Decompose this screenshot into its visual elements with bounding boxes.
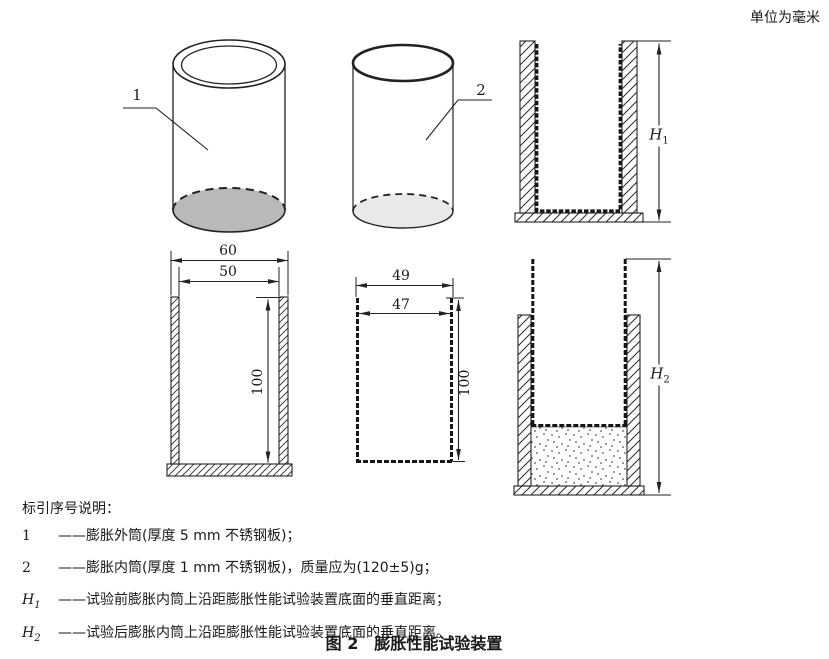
inner-cylinder-pictorial (351, 43, 492, 229)
inner-cylinder-liner (535, 44, 622, 213)
callout-2-label: 2 (476, 81, 486, 99)
callout-1-label: 1 (132, 86, 142, 104)
callout-2-leader (425, 99, 492, 141)
legend-item-h1: H1——试验前膨胀内筒上沿距膨胀性能试验装置底面的垂直距离； (22, 592, 450, 612)
outer-cylinder-section (166, 251, 293, 477)
dim-49-label: 49 (392, 268, 410, 284)
legend-item-h2: H2——试验后膨胀内筒上沿距膨胀性能试验装置底面的垂直距离。 (22, 624, 450, 644)
dim-100-label-inner: 100 (457, 369, 473, 397)
legend-item-2: 2——膨胀内筒(厚度 1 mm 不锈钢板)，质量应为(120±5)g； (22, 559, 438, 576)
outer-cylinder-pictorial (123, 39, 286, 233)
raised-inner-cylinder (531, 259, 627, 427)
legend: 标引序号说明： 1——膨胀外筒(厚度 5 mm 不锈钢板)； 2——膨胀内筒(厚… (22, 496, 782, 652)
legend-item-1: 1——膨胀外筒(厚度 5 mm 不锈钢板)； (22, 527, 301, 544)
h2-base: H (650, 364, 664, 383)
figure-caption: 图 2 膨胀性能试验装置 (325, 634, 503, 653)
dim-60-label: 60 (219, 243, 237, 259)
expanded-material (530, 426, 628, 487)
h1-base: H (649, 125, 663, 144)
inner-cylinder-bottom-face (353, 194, 453, 228)
dim-100-label-outer: 100 (250, 368, 266, 396)
h1-sub: 1 (662, 135, 669, 147)
dim-47-label: 47 (392, 297, 410, 313)
assembly-section-after-test (513, 258, 671, 496)
dim-50-label: 50 (219, 264, 237, 280)
inner-cylinder-section (355, 277, 465, 463)
callout-1-leader (123, 107, 209, 151)
h1-label: H1 (647, 125, 671, 147)
h2-sub: 2 (663, 374, 670, 386)
h2-label: H2 (648, 364, 672, 386)
outer-cylinder-bottom-face (173, 188, 285, 232)
unit-note: 单位为毫米 (750, 10, 820, 26)
legend-title: 标引序号说明： (22, 501, 120, 517)
